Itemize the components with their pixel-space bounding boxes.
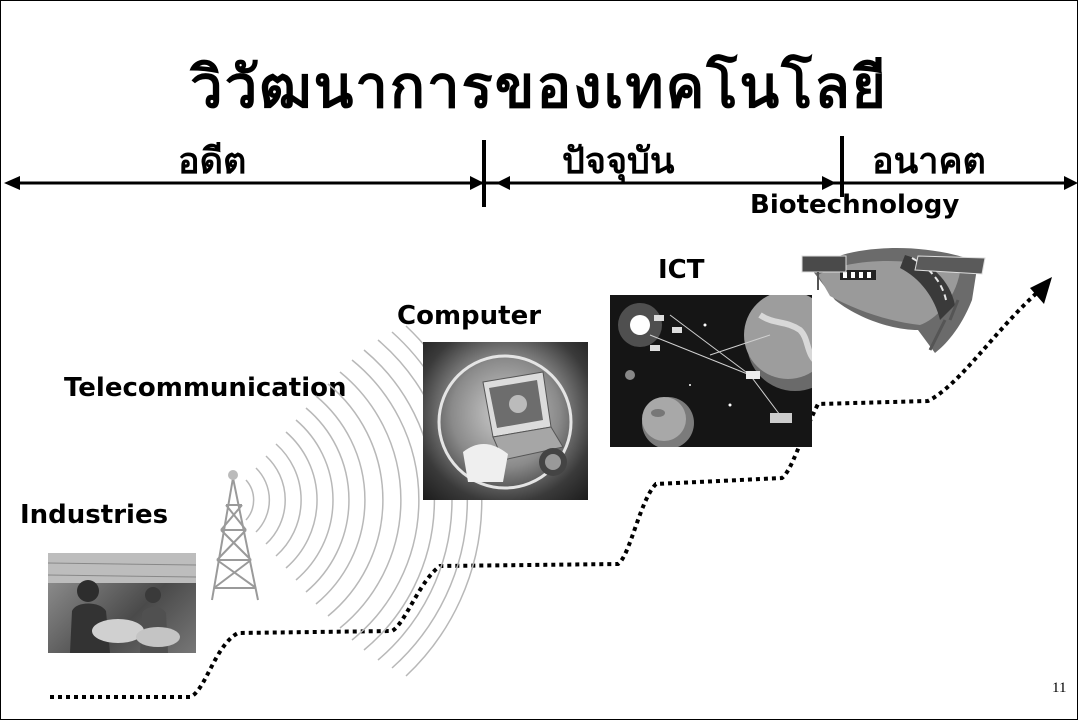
slide-title: วิวัฒนาการของเทคโนโลยี: [190, 53, 888, 121]
telecommunication-label: Telecommunication: [64, 373, 347, 403]
page-number: 11: [1052, 680, 1067, 696]
ict-label: ICT: [658, 255, 705, 285]
computer-photo: [423, 342, 588, 500]
ict-photo: [610, 295, 812, 447]
era-future-label: อนาคต: [872, 141, 986, 182]
era-present-label: ปัจจุบัน: [562, 141, 675, 182]
industries-photo: [48, 553, 196, 653]
progress-arrowhead-icon: [1030, 277, 1052, 304]
computer-label: Computer: [397, 301, 542, 331]
industries-label: Industries: [20, 500, 169, 530]
era-past-label: อดีต: [178, 141, 247, 182]
biotechnology-label: Biotechnology: [750, 190, 960, 220]
